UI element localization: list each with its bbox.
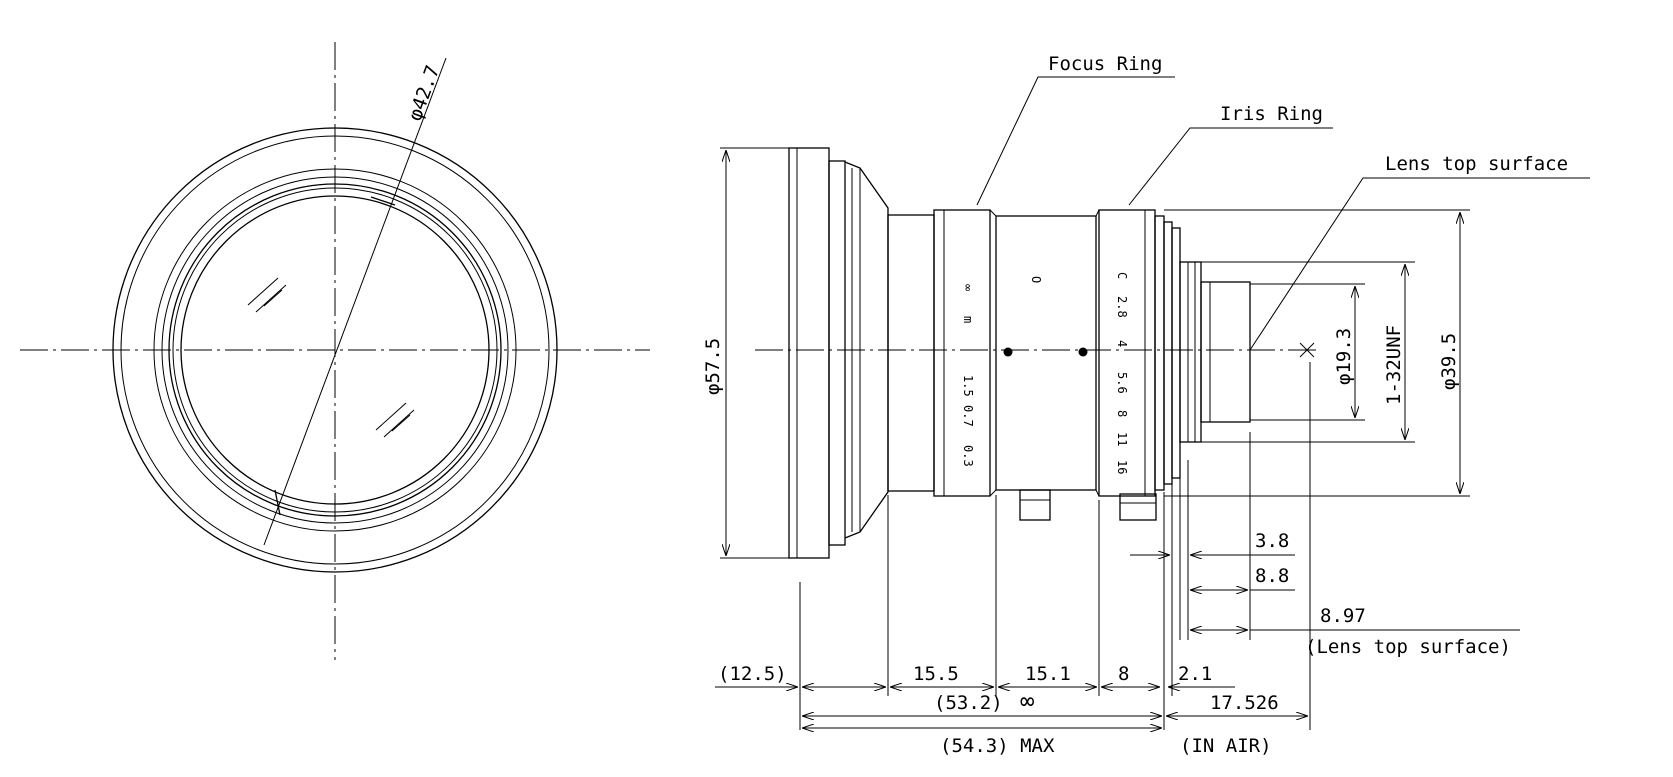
diameter-arrow-bottom — [274, 489, 281, 516]
dim-15-5-label: 15.5 — [913, 663, 959, 685]
inner-barrel — [887, 214, 935, 492]
dim-row-infinity: (53.2) ∞ 17.526 — [802, 687, 1308, 716]
iris-ring-label: Iris Ring — [1220, 103, 1323, 125]
iris-f-number-scale: C 2.8 4 5.6 8 11 16 — [1115, 272, 1129, 474]
extension-lines — [799, 362, 1311, 730]
retaining-ring — [168, 183, 502, 517]
dim-54-3-max-label: (54.3) MAX — [940, 735, 1055, 757]
dim-8-97-note: (Lens top surface) — [1305, 636, 1511, 658]
focus-index-dot — [1003, 347, 1013, 357]
dim-rear-diameter: φ19.3 — [1250, 283, 1365, 421]
front-glass-element — [180, 195, 490, 505]
dim-3-8: 3.8 — [1130, 530, 1295, 555]
side-view: ∞ m 1.5 0.7 0.3 O C 2.8 4 5.6 8 11 16 — [702, 53, 1590, 757]
iris-ring-callout: Iris Ring — [1128, 103, 1333, 206]
dim-row-segments: (12.5) 15.5 15.1 8 2.1 — [715, 663, 1235, 687]
iris-scale-11: 11 — [1115, 432, 1129, 446]
lens-top-surface-label: Lens top surface — [1385, 153, 1568, 175]
focus-distance-scale: ∞ m 1.5 0.7 0.3 — [961, 284, 975, 467]
focus-scale-0-7: 0.7 — [961, 405, 975, 427]
focus-ring-label: Focus Ring — [1048, 53, 1162, 75]
focus-scale-1-5: 1.5 — [961, 375, 975, 397]
front-barrel-body — [788, 147, 830, 559]
glass-reflection-marks — [247, 277, 415, 438]
ring-diameter-label: φ39.5 — [1438, 333, 1460, 390]
iris-scale-2-8: 2.8 — [1115, 296, 1129, 318]
dim-17-526-label: 17.526 — [1210, 692, 1279, 714]
infinity-symbol: ∞ — [1020, 687, 1034, 715]
dim-ring-diameter: φ39.5 — [1164, 209, 1470, 497]
outer-barrel-edge — [120, 135, 550, 565]
front-barrel-step — [828, 160, 846, 546]
iris-index-dot — [1078, 347, 1088, 357]
diameter-arrow-top — [370, 196, 396, 206]
focus-ring — [933, 209, 991, 497]
rear-ring-3 — [1171, 227, 1181, 479]
iris-scale-5-6: 5.6 — [1115, 372, 1129, 394]
rear-ring-1 — [1154, 215, 1165, 491]
iris-scale-4: 4 — [1115, 340, 1129, 347]
rear-diameter-label: φ19.3 — [1333, 328, 1355, 385]
outer-barrel-circle — [112, 127, 558, 573]
dim-8-label: 8 — [1118, 663, 1129, 685]
dim-row-max: (54.3) MAX (IN AIR) — [802, 728, 1272, 757]
front-view: φ42.7 — [20, 42, 650, 660]
dim-3-8-label: 3.8 — [1255, 530, 1289, 552]
dim-8-97: 8.97 (Lens top surface) — [1190, 605, 1520, 658]
dim-2-1-label: 2.1 — [1178, 663, 1212, 685]
diameter-leader-line — [263, 57, 447, 546]
dim-8-97-label: 8.97 — [1320, 605, 1366, 627]
dim-8-8-label: 8.8 — [1255, 565, 1289, 587]
front-ring-outer — [153, 168, 517, 532]
mount-thread-label: 1-32UNF — [1383, 325, 1405, 405]
front-ring-inner — [161, 176, 509, 524]
dim-mount-thread: 1-32UNF — [1201, 261, 1415, 443]
dim-8-8: 8.8 — [1190, 565, 1295, 590]
focus-index-mark: O — [1029, 276, 1043, 283]
focus-scale-m: m — [961, 316, 975, 323]
focus-lock-screw — [1019, 489, 1051, 521]
retaining-ring-edge — [172, 187, 498, 513]
rear-lens-tube — [1200, 281, 1251, 423]
lens-top-surface-callout: Lens top surface — [1249, 153, 1590, 351]
body-diameter-label: φ57.5 — [702, 338, 724, 395]
focus-ring-callout: Focus Ring — [976, 53, 1175, 206]
rear-ring-2 — [1163, 221, 1173, 485]
iris-scale-16: 16 — [1115, 460, 1129, 474]
dim-body-diameter: φ57.5 — [702, 147, 789, 559]
iris-lock-screw — [1119, 493, 1157, 521]
in-air-label: (IN AIR) — [1180, 735, 1272, 757]
iris-ring — [1098, 209, 1156, 497]
dim-12-5-label: (12.5) — [718, 663, 787, 685]
iris-scale-8: 8 — [1115, 410, 1129, 417]
dim-15-1-label: 15.1 — [1025, 663, 1071, 685]
front-diameter-label: φ42.7 — [404, 62, 444, 123]
dim-53-2-label: (53.2) — [934, 692, 1003, 714]
c-mount-thread — [1179, 261, 1202, 443]
focus-scale-0-3: 0.3 — [961, 445, 975, 467]
focus-scale-inf: ∞ — [961, 284, 975, 291]
iris-scale-c: C — [1115, 272, 1129, 279]
